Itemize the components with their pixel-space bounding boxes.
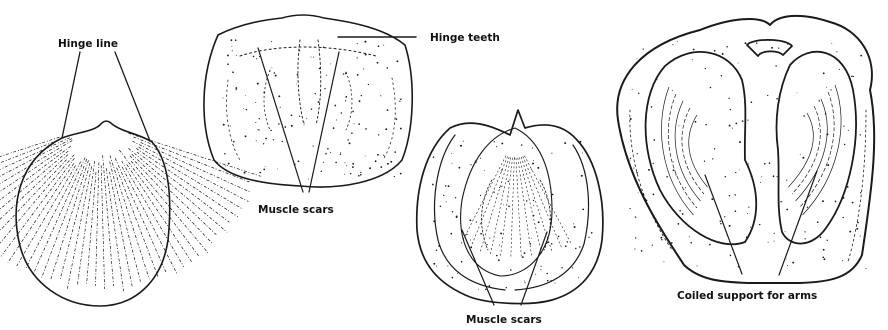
coiled-support-valve-drawing — [617, 16, 874, 283]
hinge-line-label: Hinge line — [58, 38, 118, 50]
hinge-line-leaders — [62, 52, 150, 141]
lower-muscle-scars-label: Muscle scars — [466, 314, 542, 326]
ribbed-valve-drawing — [0, 121, 261, 306]
hinged-valve-stipple — [223, 39, 402, 179]
hinge-teeth-label: Hinge teeth — [430, 32, 500, 44]
coil-lines — [661, 85, 841, 215]
radial-ribs — [0, 126, 261, 306]
coiled-support-label: Coiled support for arms — [677, 290, 817, 302]
upper-muscle-scars-label: Muscle scars — [258, 204, 334, 216]
muscle-scar-valve-drawing — [417, 110, 603, 304]
muscle-scar-valve-stipple — [432, 141, 592, 291]
upper-muscle-scars-leaders — [258, 48, 339, 192]
coiled-support-leaders — [705, 171, 817, 275]
muscle-scar-striations — [461, 156, 572, 258]
hinged-valve-drawing — [204, 15, 412, 187]
lower-muscle-scars-leaders — [462, 230, 547, 305]
